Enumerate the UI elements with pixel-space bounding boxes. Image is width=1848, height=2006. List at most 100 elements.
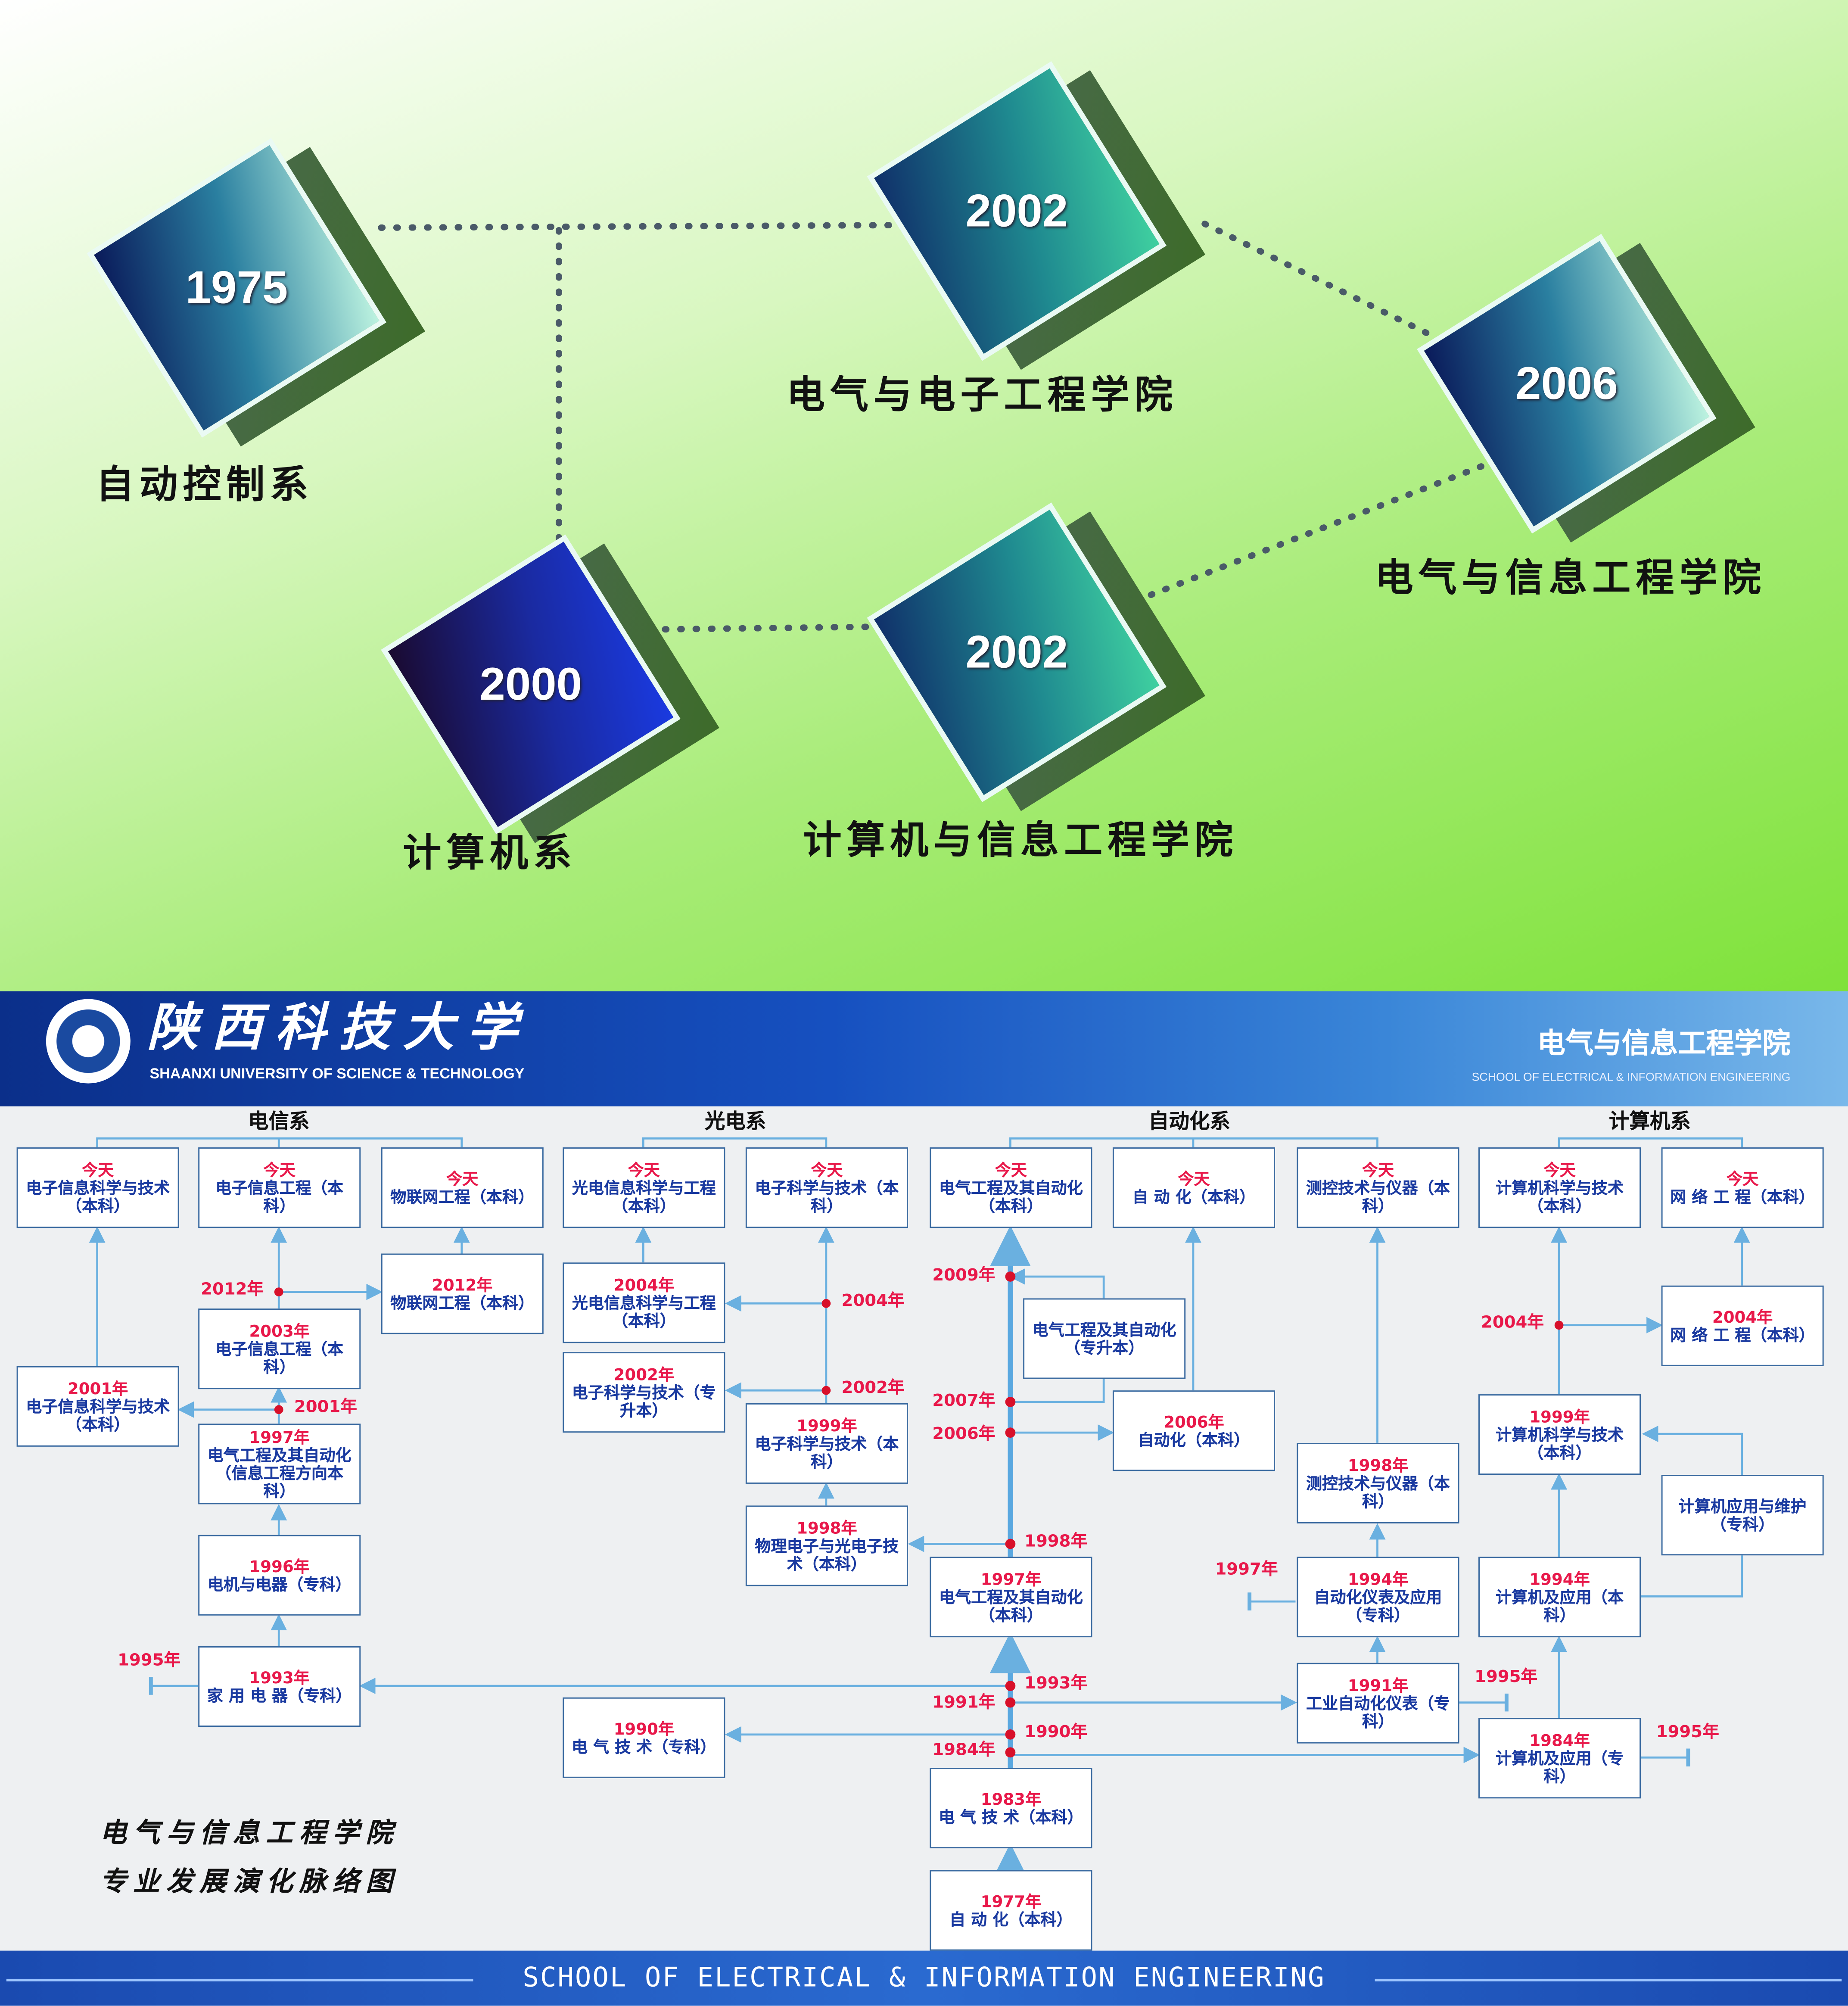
program-box: 2012年物联网工程（本科） <box>381 1253 544 1334</box>
program-name: 网 络 工 程（本科） <box>1670 1324 1815 1344</box>
program-box: 1999年计算机科学与技术（本科） <box>1478 1394 1641 1475</box>
program-name: 电气工程及其自动化（信息工程方向本科） <box>207 1445 352 1500</box>
university-logo <box>46 999 131 1084</box>
program-name: 电机与电器（专科） <box>207 1574 352 1593</box>
program-box: 1994年自动化仪表及应用（专科） <box>1297 1557 1459 1638</box>
program-name: 计算机科学与技术（本科） <box>1496 1177 1624 1215</box>
program-box: 2004年网 络 工 程（本科） <box>1661 1285 1824 1366</box>
program-year: 2003年 <box>249 1321 310 1340</box>
program-name: 电子信息科学与技术（本科） <box>26 1396 170 1433</box>
history-panel: 1975 2002 2006 2000 2002 自动控制系 电气与电子工程学院… <box>0 0 1848 991</box>
program-name: 家 用 电 器（专科） <box>207 1685 352 1705</box>
program-name: 电子科学与技术（本科） <box>755 1433 899 1470</box>
program-box: 今天光电信息科学与工程（本科） <box>563 1147 725 1228</box>
university-name-en: SHAANXI UNIVERSITY OF SCIENCE & TECHNOLO… <box>149 1067 525 1082</box>
year-mark: 1995年 <box>1475 1668 1538 1687</box>
program-name: 物联网工程（本科） <box>390 1186 535 1206</box>
program-box: 今天电气工程及其自动化（本科） <box>930 1147 1092 1228</box>
program-box: 2002年电子科学与技术（专升本） <box>563 1352 725 1433</box>
program-name: 电 气 技 术（专科） <box>572 1736 716 1756</box>
program-name: 测控技术与仪器（本科） <box>1306 1473 1450 1510</box>
program-name: 计算机应用与维护（专科） <box>1678 1496 1807 1533</box>
year-mark: 1993年 <box>1024 1674 1088 1694</box>
program-box: 2006年自动化（本科） <box>1112 1390 1275 1471</box>
program-year: 1997年 <box>249 1427 310 1446</box>
node-label: 计算机系 <box>403 831 577 876</box>
program-year: 今天 <box>811 1159 843 1179</box>
program-year: 2004年 <box>613 1274 675 1294</box>
program-box: 2004年光电信息科学与工程（本科） <box>563 1262 725 1343</box>
program-box: 1993年家 用 电 器（专科） <box>198 1646 361 1727</box>
program-year: 今天 <box>446 1168 479 1188</box>
node-label: 电气与电子工程学院 <box>786 373 1178 418</box>
program-name: 计算机及应用（本科） <box>1496 1586 1624 1624</box>
year-mark: 1998年 <box>1024 1532 1088 1552</box>
program-box: 1984年计算机及应用（专科） <box>1478 1718 1641 1799</box>
university-name-cn: 陕西科技大学 <box>147 997 531 1058</box>
program-box: 1996年电机与电器（专科） <box>198 1535 361 1616</box>
program-year: 今天 <box>1726 1168 1759 1188</box>
year-mark: 1984年 <box>932 1741 996 1760</box>
program-name: 光电信息科学与工程（本科） <box>572 1293 716 1330</box>
program-box: 2003年电子信息工程（本科） <box>198 1308 361 1389</box>
program-year: 2012年 <box>432 1274 493 1294</box>
program-box: 计算机应用与维护（专科） <box>1661 1475 1824 1556</box>
program-name: 自动化仪表及应用（专科） <box>1314 1586 1442 1624</box>
program-year: 今天 <box>995 1159 1027 1179</box>
node-label: 电气与信息工程学院 <box>1375 556 1767 601</box>
program-box: 1983年电 气 技 术（本科） <box>930 1768 1092 1849</box>
program-box: 今天网 络 工 程（本科） <box>1661 1147 1824 1228</box>
program-box: 今天电子科学与技术（本科） <box>745 1147 908 1228</box>
program-box: 今天电子信息科学与技术（本科） <box>16 1147 179 1228</box>
program-year: 2004年 <box>1712 1306 1773 1326</box>
program-box: 1998年物理电子与光电子技术（本科） <box>745 1505 908 1586</box>
program-name: 电气工程及其自动化（本科） <box>939 1586 1083 1624</box>
program-name: 电子信息工程（本科） <box>215 1177 344 1215</box>
caption-line-2: 专业发展演化脉络图 <box>100 1865 399 1897</box>
dept-optoelectronics: 光电系 <box>704 1109 766 1134</box>
program-name: 电子信息工程（本科） <box>215 1338 344 1376</box>
program-box: 1977年自 动 化（本科） <box>930 1870 1092 1951</box>
program-name: 电子科学与技术（本科） <box>755 1177 899 1215</box>
year-mark: 2012年 <box>201 1280 264 1300</box>
program-year: 1999年 <box>796 1415 857 1435</box>
program-name: 测控技术与仪器（本科） <box>1306 1177 1450 1215</box>
program-box: 1998年测控技术与仪器（本科） <box>1297 1442 1459 1523</box>
program-year: 今天 <box>81 1159 114 1179</box>
program-name: 电 气 技 术（本科） <box>939 1807 1083 1826</box>
program-year: 今天 <box>1362 1159 1394 1179</box>
program-box: 1997年电气工程及其自动化（信息工程方向本科） <box>198 1424 361 1504</box>
year-mark: 2004年 <box>841 1292 905 1311</box>
program-year: 2002年 <box>613 1364 675 1383</box>
year-mark: 2009年 <box>932 1266 996 1286</box>
program-name: 电子信息科学与技术（本科） <box>26 1177 170 1215</box>
program-name: 物联网工程（本科） <box>390 1293 535 1312</box>
program-box: 今天计算机科学与技术（本科） <box>1478 1147 1641 1228</box>
program-year: 1999年 <box>1529 1406 1590 1426</box>
school-name-en: SCHOOL OF ELECTRICAL & INFORMATION ENGIN… <box>1472 1070 1791 1084</box>
dept-telecom: 电信系 <box>248 1109 310 1134</box>
program-name: 自动化（本科） <box>1138 1429 1250 1449</box>
university-header: 陕西科技大学 SHAANXI UNIVERSITY OF SCIENCE & T… <box>0 991 1848 1107</box>
program-box: 今天自 动 化（本科） <box>1112 1147 1275 1228</box>
program-year: 今天 <box>263 1159 296 1179</box>
program-box: 2001年电子信息科学与技术（本科） <box>16 1366 179 1447</box>
program-name: 计算机及应用（专科） <box>1496 1748 1624 1785</box>
program-name: 电气工程及其自动化（专升本） <box>1032 1319 1176 1357</box>
footer-rule <box>1375 1978 1842 1981</box>
program-box: 今天电子信息工程（本科） <box>198 1147 361 1228</box>
program-year: 1997年 <box>980 1569 1042 1588</box>
program-name: 网 络 工 程（本科） <box>1670 1186 1815 1206</box>
program-year: 1998年 <box>1347 1455 1409 1474</box>
program-name: 光电信息科学与工程（本科） <box>572 1177 716 1215</box>
program-year: 1994年 <box>1347 1569 1409 1588</box>
program-year: 1990年 <box>613 1718 675 1738</box>
program-box: 1999年电子科学与技术（本科） <box>745 1403 908 1484</box>
dotted-connectors <box>378 221 1493 633</box>
footer-rule <box>6 1978 473 1981</box>
footer-band: SCHOOL OF ELECTRICAL & INFORMATION ENGIN… <box>0 1950 1848 2006</box>
program-name: 计算机科学与技术（本科） <box>1496 1424 1624 1461</box>
program-year: 1983年 <box>980 1789 1042 1808</box>
program-box: 1997年电气工程及其自动化（本科） <box>930 1557 1092 1638</box>
